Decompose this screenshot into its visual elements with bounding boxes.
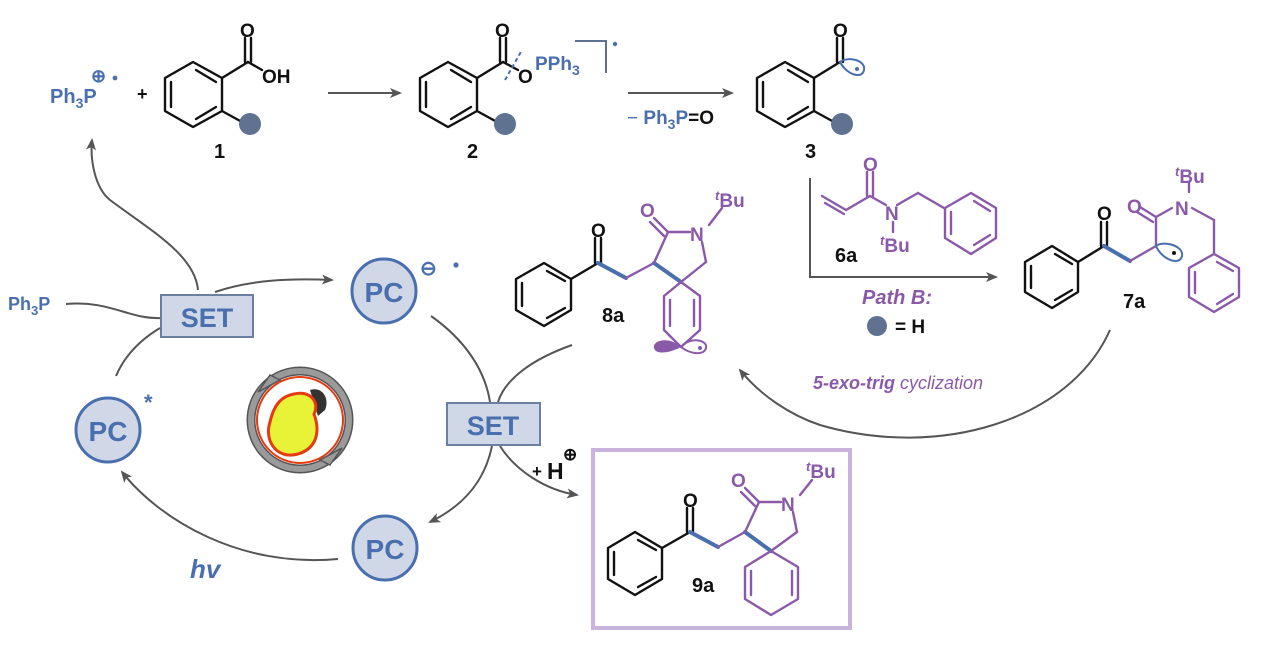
compound-1-structure: O OH (163, 21, 291, 135)
compound-8a-structure: O O N tBu (514, 188, 745, 355)
substrate-arrow (497, 344, 573, 403)
substituent-dot-icon (494, 113, 516, 135)
svg-text:PC: PC (89, 416, 128, 447)
svg-text:N: N (885, 204, 899, 225)
compound-label-2: 2 (467, 141, 478, 163)
orbital-lobe-icon (1154, 242, 1184, 262)
compound-label-1: 1 (214, 141, 225, 163)
substituent-dot-icon (239, 113, 261, 135)
radical-dot-icon (855, 67, 859, 71)
svg-text:O: O (833, 21, 848, 42)
svg-text:O: O (240, 21, 255, 42)
compound-7a-structure: O O N tBu (1023, 164, 1241, 314)
compound-2-structure: O O PPh3 (418, 21, 618, 135)
charge-plus-icon: ⊕ (91, 66, 106, 86)
cycle-arrow (120, 470, 339, 562)
compound-label-8a: 8a (602, 305, 625, 327)
svg-text:O: O (1097, 204, 1112, 225)
svg-text:SET: SET (467, 411, 520, 441)
pc-excited-state: PC * (74, 390, 153, 464)
byproduct-label: − Ph3P=O (627, 108, 714, 132)
svg-text:PPh3: PPh3 (535, 54, 580, 78)
plus-sign: + (137, 84, 148, 104)
pc-radical-anion: PC ⊖ (350, 257, 459, 325)
path-b-equation: = H (895, 317, 925, 338)
reaction-arrow (809, 178, 998, 282)
radical-dot-icon (1172, 251, 1176, 255)
compound-3-structure: O (755, 21, 866, 135)
pc-ground-state: PC (351, 514, 419, 582)
compound-6a-structure: O N tBu (820, 155, 998, 257)
product-box (591, 448, 852, 630)
ph3p-radical-cation: Ph3P ⊕ (50, 66, 118, 111)
path-b-title: Path B: (862, 287, 932, 309)
svg-text:O: O (683, 491, 698, 512)
cyclization-label: 5-exo-trig cyclization (813, 373, 983, 393)
svg-text:O: O (518, 67, 533, 88)
charge-plus-icon: ⊕ (563, 445, 577, 464)
compound-label-3: 3 (805, 141, 816, 163)
cycle-arrow (115, 327, 161, 377)
svg-text:O: O (640, 201, 655, 222)
charge-minus-icon: ⊖ (420, 258, 437, 280)
excited-asterisk-icon: * (144, 390, 153, 415)
compound-label-7a: 7a (1123, 291, 1146, 313)
svg-text:OH: OH (262, 67, 291, 88)
radical-dot-icon (612, 41, 618, 47)
radical-dot-icon (453, 262, 459, 268)
substituent-dot-icon (831, 113, 853, 135)
arrow-to-radical-cation (86, 138, 199, 291)
compound-label-6a: 6a (835, 245, 858, 267)
svg-text:tBu: tBu (806, 459, 836, 483)
svg-text:PC: PC (366, 534, 405, 565)
radical-dot-icon (112, 75, 118, 81)
svg-text:tBu: tBu (715, 188, 745, 212)
orbital-lobe-icon (838, 58, 866, 77)
svg-text:PC: PC (365, 277, 404, 308)
svg-text:N: N (690, 225, 704, 246)
orbital-lobe-filled-icon (653, 340, 681, 353)
substituent-dot-icon (867, 316, 887, 336)
svg-text:O: O (731, 471, 746, 492)
ph3p-input-line (65, 302, 163, 320)
svg-text:tBu: tBu (880, 233, 910, 257)
cyclization-arrow (738, 329, 1111, 439)
cycle-arrow (430, 315, 491, 403)
svg-text:O: O (863, 155, 878, 176)
svg-text:O: O (1127, 197, 1142, 218)
product-arrow (499, 445, 579, 499)
svg-text:O: O (591, 221, 606, 242)
cycle-arrow (428, 445, 493, 523)
light-bulb-icon (246, 366, 354, 474)
radical-dot-icon (698, 346, 702, 350)
svg-text:N: N (1175, 199, 1189, 220)
orbital-lobe-icon (679, 339, 708, 355)
ph3p-reagent: Ph3P (8, 294, 50, 318)
proton-h: H (547, 458, 564, 484)
hv-label: hv (190, 554, 222, 584)
set-box-reductive: SET (446, 402, 541, 446)
svg-text:SET: SET (181, 303, 234, 333)
compound-9a-structure: O O N tBu (606, 459, 836, 617)
proton-plus: + (532, 462, 542, 481)
cycle-arrow (214, 274, 334, 293)
set-box-oxidative: SET (160, 294, 254, 338)
svg-text:tBu: tBu (1175, 164, 1205, 188)
svg-text:O: O (495, 21, 510, 42)
compound-label-9a: 9a (692, 575, 715, 597)
svg-text:N: N (781, 495, 795, 516)
svg-text:Ph3P: Ph3P (50, 86, 97, 111)
